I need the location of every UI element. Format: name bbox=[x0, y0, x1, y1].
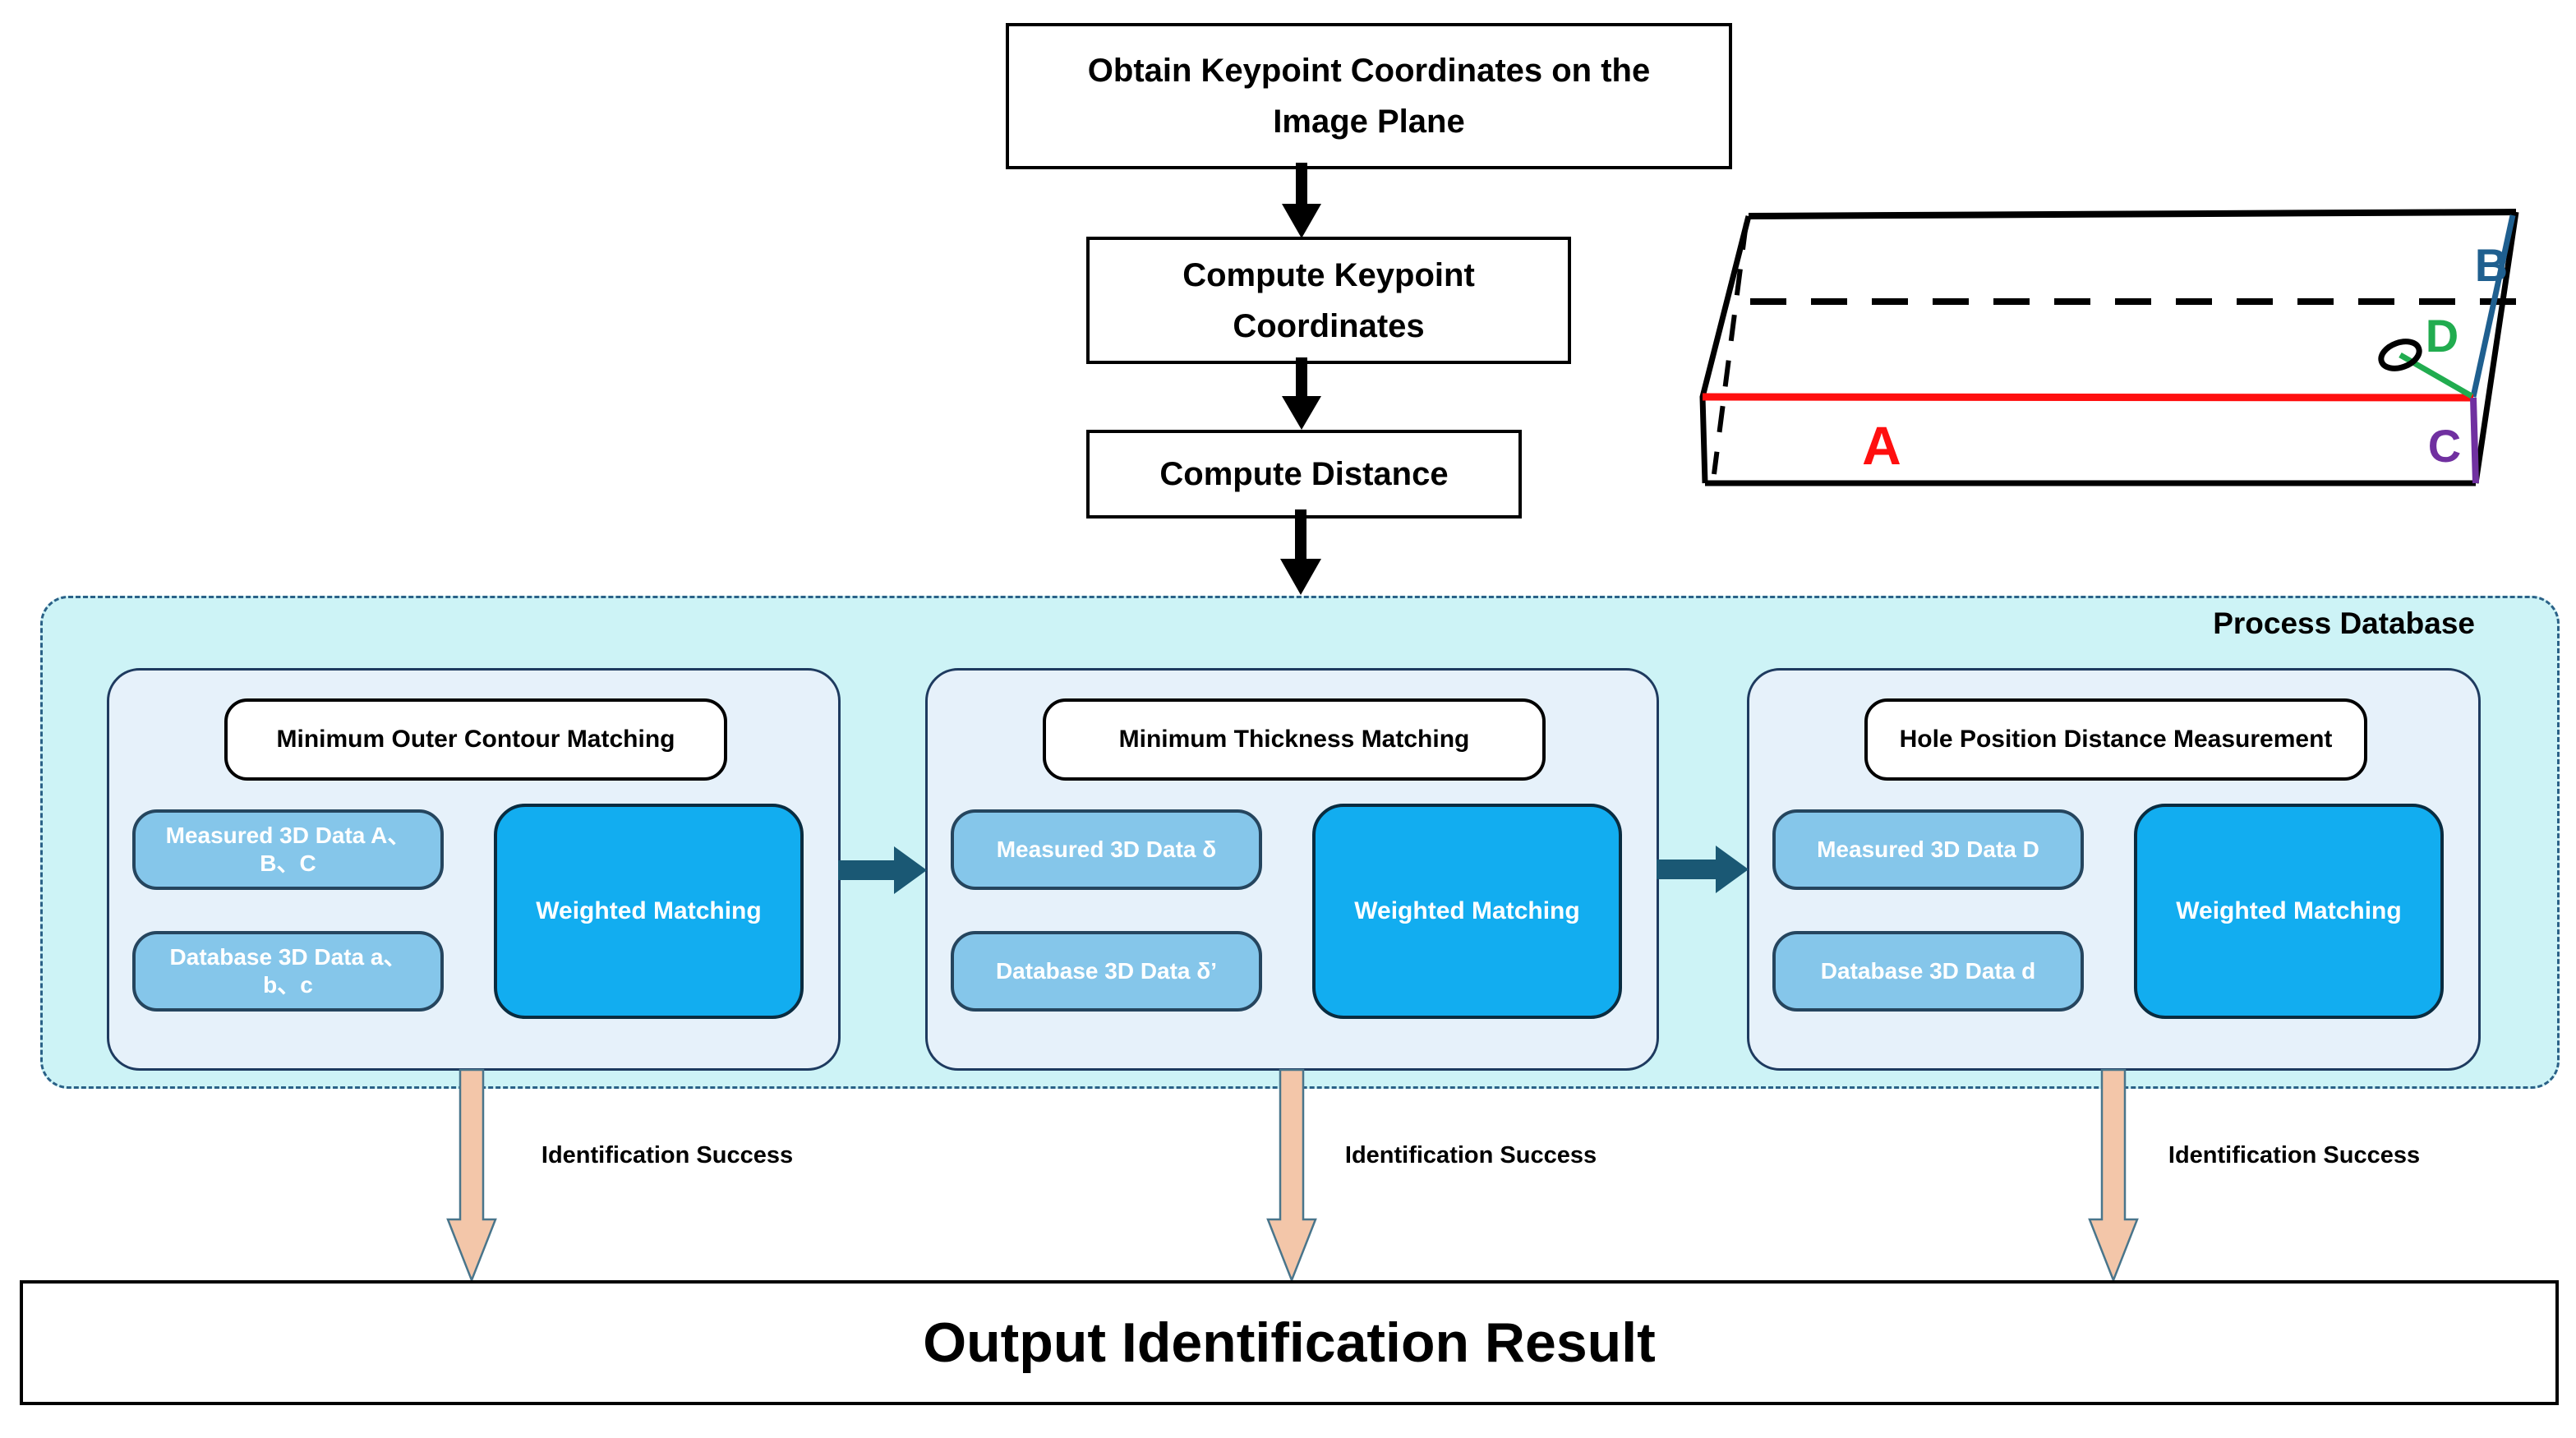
flow-step-compute-keypoints: Compute Keypoint Coordinates bbox=[1086, 237, 1571, 364]
edge-B bbox=[2470, 214, 2516, 398]
weighted-matching-box: Weighted Matching bbox=[1312, 804, 1622, 1019]
measured-data-box: Measured 3D Data A、B、C bbox=[132, 809, 444, 890]
weighted-matching-box: Weighted Matching bbox=[494, 804, 804, 1019]
left-edge bbox=[1699, 215, 1752, 484]
database-data-label: Database 3D Data d bbox=[1820, 958, 2036, 984]
hole-icon bbox=[2378, 339, 2422, 371]
panel-title-label: Minimum Thickness Matching bbox=[1118, 726, 1470, 753]
weighted-matching-label: Weighted Matching bbox=[1354, 897, 1580, 924]
edge-C bbox=[2470, 397, 2479, 484]
identification-success-label: Identification Success bbox=[2168, 1142, 2421, 1168]
measured-data-label: Measured 3D Data D bbox=[1817, 837, 2039, 863]
database-data-box: Database 3D Data δ’ bbox=[951, 931, 1262, 1012]
measured-data-box: Measured 3D Data δ bbox=[951, 809, 1262, 890]
down-arrow-icon bbox=[1282, 357, 1321, 430]
identification-success-arrow-icon bbox=[2088, 1068, 2139, 1284]
weighted-matching-label: Weighted Matching bbox=[536, 897, 762, 924]
panel-hole-distance-measurement: Hole Position Distance Measurement Measu… bbox=[1747, 668, 2481, 1071]
database-data-box: Database 3D Data d bbox=[1772, 931, 2084, 1012]
edge-A bbox=[1702, 393, 2474, 402]
weighted-matching-label: Weighted Matching bbox=[2176, 897, 2402, 924]
right-arrow-icon bbox=[1657, 846, 1749, 893]
flow-step-compute-distance: Compute Distance bbox=[1086, 430, 1522, 519]
measured-data-label: Measured 3D Data A、B、C bbox=[165, 823, 411, 876]
database-data-box: Database 3D Data a、b、c bbox=[132, 931, 444, 1012]
down-arrow-icon bbox=[1282, 163, 1321, 238]
identification-success-label: Identification Success bbox=[1344, 1142, 1597, 1168]
measured-data-label: Measured 3D Data δ bbox=[996, 837, 1217, 863]
panel-outer-contour-matching: Minimum Outer Contour Matching Measured … bbox=[107, 668, 841, 1071]
hidden-left-edge bbox=[1712, 223, 1749, 475]
flow-step-compute-distance-label: Compute Distance bbox=[1159, 456, 1449, 492]
measured-data-box: Measured 3D Data D bbox=[1772, 809, 2084, 890]
label-C: C bbox=[2428, 420, 2461, 472]
panel-title-label: Hole Position Distance Measurement bbox=[1899, 726, 2333, 753]
label-B: B bbox=[2475, 239, 2508, 291]
output-result-box: Output Identification Result bbox=[20, 1280, 2559, 1405]
database-data-label: Database 3D Data a、b、c bbox=[169, 944, 407, 998]
label-D: D bbox=[2426, 310, 2458, 362]
weighted-matching-box: Weighted Matching bbox=[2134, 804, 2444, 1019]
flow-step-obtain-keypoints: Obtain Keypoint Coordinates on the Image… bbox=[1006, 23, 1732, 169]
panel-thickness-matching: Minimum Thickness Matching Measured 3D D… bbox=[925, 668, 1659, 1071]
identification-success-arrow-icon bbox=[1266, 1068, 1317, 1284]
right-edge bbox=[2472, 211, 2519, 484]
part-3d-sketch: A B C D bbox=[1699, 209, 2519, 486]
output-result-label: Output Identification Result bbox=[923, 1311, 1656, 1374]
panel-title: Hole Position Distance Measurement bbox=[1864, 698, 2367, 781]
identification-success-label: Identification Success bbox=[541, 1142, 794, 1168]
process-database-title: Process Database bbox=[2213, 606, 2475, 640]
database-data-label: Database 3D Data δ’ bbox=[995, 958, 1218, 984]
panel-title: Minimum Outer Contour Matching bbox=[224, 698, 727, 781]
identification-success-arrow-icon bbox=[446, 1068, 497, 1284]
down-arrow-icon bbox=[1280, 509, 1321, 595]
panel-title: Minimum Thickness Matching bbox=[1043, 698, 1546, 781]
flow-step-obtain-keypoints-label: Obtain Keypoint Coordinates on the Image… bbox=[1087, 53, 1651, 140]
top-edge bbox=[1748, 209, 2517, 219]
flow-step-compute-keypoints-label: Compute Keypoint Coordinates bbox=[1182, 256, 1475, 344]
panel-title-label: Minimum Outer Contour Matching bbox=[276, 726, 675, 753]
right-arrow-icon bbox=[838, 846, 927, 894]
label-A: A bbox=[1862, 415, 1901, 476]
